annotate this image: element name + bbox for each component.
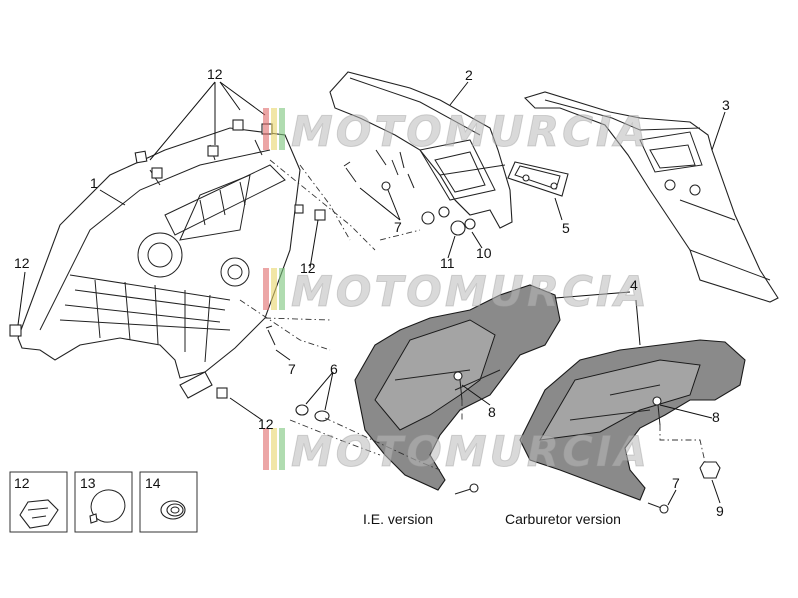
legend-number-14: 14: [145, 475, 161, 491]
callout-7-middle: 7: [288, 361, 296, 377]
caption-ie-version: I.E. version: [363, 511, 433, 527]
callout-2: 2: [465, 67, 473, 83]
callout-8-carburetor: 8: [712, 409, 720, 425]
reference-lines: [239, 159, 706, 471]
clip-nut-icon: [19, 499, 59, 529]
watermark-logo-1: MOTOMURCIA: [263, 107, 650, 157]
part-9-grommet: [699, 461, 721, 479]
part-2-license-plate-holder: [329, 71, 513, 229]
watermark-logos: MOTOMURCIA MOTOMURCIA MOTOMURCIA: [263, 107, 650, 477]
callout-7-lower: 7: [672, 475, 680, 491]
legend-box-12: 12: [9, 471, 68, 533]
part-4-tail-cover-carburetor: [519, 339, 746, 501]
bottom-screws: [454, 483, 669, 514]
screws-7-group: [265, 149, 476, 346]
callout-12-top: 12: [207, 66, 223, 82]
part-1-rear-inner-mudguard: [17, 127, 301, 399]
callout-labels: 12 1 12 2 3 7 5 10 11 12 4 7 6 8 8 12 7 …: [14, 66, 730, 519]
part-5-reflector: [507, 161, 569, 197]
callout-11: 11: [440, 255, 455, 271]
callout-7-upper: 7: [394, 219, 402, 235]
watermark-text: MOTOMURCIA: [291, 107, 650, 156]
callout-4: 4: [630, 277, 638, 293]
callout-12-bottom: 12: [258, 416, 274, 432]
callout-3: 3: [722, 97, 730, 113]
callout-6: 6: [330, 361, 338, 377]
part-6-grommets: [295, 404, 330, 422]
watermark-logo-3: MOTOMURCIA: [263, 427, 650, 477]
callout-5: 5: [562, 220, 570, 236]
hose-clamp-icon: [89, 489, 126, 524]
callout-10: 10: [476, 245, 492, 261]
grommet-icon: [160, 500, 186, 520]
part-4-tail-cover-ie: [354, 284, 561, 491]
legend-number-13: 13: [80, 475, 96, 491]
callout-12-left: 12: [14, 255, 30, 271]
watermark-logo-2: MOTOMURCIA: [263, 267, 650, 317]
leader-lines: [17, 81, 726, 506]
part-3-rear-fender: [523, 91, 779, 303]
callout-1: 1: [90, 175, 98, 191]
callout-12-middle: 12: [300, 260, 316, 276]
legend-number-12: 12: [14, 475, 30, 491]
watermark-text: MOTOMURCIA: [291, 427, 650, 476]
watermark-text: MOTOMURCIA: [291, 267, 650, 316]
callout-8-ie: 8: [488, 404, 496, 420]
caption-carburetor-version: Carburetor version: [505, 511, 621, 527]
legend-box-13: 13: [74, 471, 133, 533]
callout-9: 9: [716, 503, 724, 519]
legend-box-14: 14: [139, 471, 198, 533]
